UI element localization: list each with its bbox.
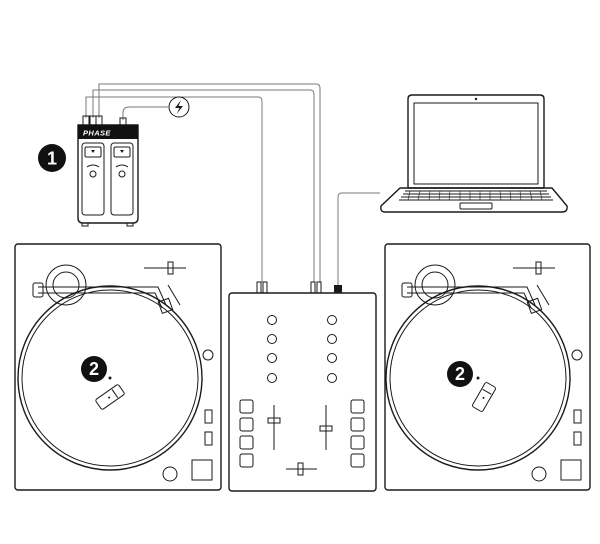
hub-to-mixer-cable-left — [85, 96, 263, 282]
turntable-left-badge-number: 2 — [89, 359, 99, 379]
remote-device-right — [472, 382, 496, 412]
hub-to-mixer-cable-right-a — [92, 89, 315, 282]
turntable-right-badge-number: 2 — [455, 364, 465, 384]
mixer — [228, 281, 377, 492]
cables — [85, 83, 380, 285]
turntable-right — [384, 243, 591, 491]
laptop-to-mixer-cable — [337, 192, 380, 285]
phase-hub: PHASE — [77, 115, 139, 227]
hub-badge-number: 1 — [47, 149, 57, 169]
power-cable — [122, 106, 168, 120]
remote-device-left — [95, 384, 125, 410]
power-icon — [168, 96, 190, 118]
turntable-left-badge: 2 — [81, 356, 107, 382]
hub-badge: 1 — [38, 144, 66, 172]
turntable-left — [14, 243, 222, 491]
hub-to-mixer-cable-right-b — [98, 83, 321, 282]
turntable-right-badge: 2 — [447, 361, 473, 387]
laptop — [380, 94, 568, 213]
hub-brand-label: PHASE — [83, 129, 111, 138]
